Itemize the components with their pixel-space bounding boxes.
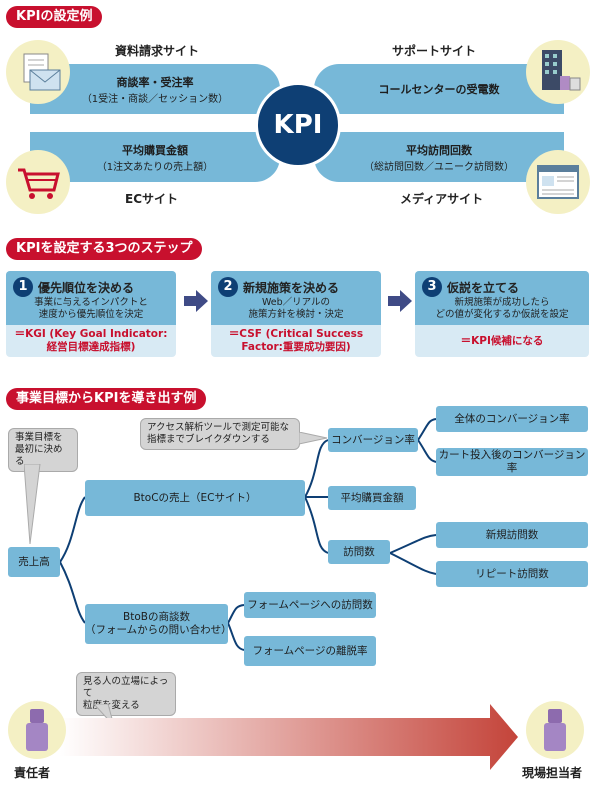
goal-bubble-line2: 最初に決める (15, 444, 63, 467)
media-site-kpi-bar: 平均訪問回数 （総訪問回数／ユニーク訪問数） (314, 132, 564, 182)
step-number-1: 1 (13, 277, 33, 297)
goal-speech-bubble: 事業目標を 最初に決める (8, 428, 78, 472)
support-site-title: サポートサイト (392, 44, 477, 58)
tree-node-btob-deals: BtoBの商談数 （フォームからの問い合わせ） (85, 604, 232, 644)
tree-node-new-visits: 新規訪問数 (436, 522, 588, 548)
section-header-three-steps: KPIを設定する3つのステップ (6, 238, 203, 260)
ec-site-title: ECサイト (125, 192, 179, 206)
request-site-kpi-formula: （1受注・商談／セッション数） (81, 93, 229, 105)
step-desc-3b: どの値が変化するか仮説を設定 (435, 309, 569, 320)
step-title-3: 仮説を立てる (447, 281, 520, 295)
support-site-kpi-bar: コールセンターの受電数 (314, 64, 564, 114)
btob-line1: BtoBの商談数 (123, 611, 190, 623)
step-card-3: 3 仮説を立てる 新規施策が成功したらどの値が変化するか仮説を設定 ＝KPI候補… (415, 271, 589, 357)
tree-node-repeat-visits: リピート訪問数 (436, 561, 588, 587)
granularity-bubble-line1: 見る人の立場によって (83, 676, 169, 699)
responsibility-gradient-arrow (60, 704, 518, 770)
step-desc-3a: 新規施策が成功したら (454, 297, 550, 308)
tree-node-revenue: 売上高 (8, 547, 60, 577)
granularity-speech-bubble: 見る人の立場によって 粒度を変える (76, 672, 176, 716)
tree-node-btoc-sales: BtoCの売上（ECサイト） (85, 480, 305, 516)
web-page-icon (526, 150, 590, 214)
step-number-2: 2 (218, 277, 238, 297)
step-card-1: 1 優先順位を決める 事業に与えるインパクトと速度から優先順位を決定 ＝KGI … (6, 271, 176, 357)
shopping-cart-icon (6, 150, 70, 214)
step-title-2: 新規施策を決める (243, 281, 340, 295)
step-result-1a: ＝KGI (Key Goal Indicator: (14, 328, 168, 340)
media-site-kpi: 平均訪問回数 (406, 143, 472, 157)
step-arrow-2 (388, 290, 414, 316)
breakdown-bubble-line1: アクセス解析ツールで測定可能な (147, 422, 290, 433)
staff-person-icon (526, 701, 584, 759)
request-site-title: 資料請求サイト (115, 44, 200, 58)
tree-node-overall-cv: 全体のコンバージョン率 (436, 406, 588, 432)
step-desc-2a: Web／リアルの (261, 297, 331, 308)
media-site-title: メディアサイト (400, 192, 484, 206)
step-desc-2b: 施策方針を検討・決定 (248, 309, 344, 320)
ec-site-kpi-bar: 平均購買金額 （1注文あたりの売上額） (30, 132, 280, 182)
building-icon (526, 40, 590, 104)
manager-label: 責任者 (14, 766, 51, 780)
ec-site-kpi-formula: （1注文あたりの売上額） (96, 161, 214, 173)
section-header-kpi-examples: KPIの設定例 (6, 6, 103, 28)
step-result-3a: ＝KPI候補になる (460, 334, 544, 347)
request-site-kpi: 商談率・受注率 (116, 75, 194, 89)
ec-site-kpi: 平均購買金額 (122, 143, 188, 157)
step-result-2a: ＝CSF (Critical Success (228, 328, 364, 340)
breakdown-bubble-line2: 指標までブレイクダウンする (147, 434, 270, 445)
breakdown-speech-bubble: アクセス解析ツールで測定可能な 指標までブレイクダウンする (140, 418, 300, 450)
tree-node-conversion-rate: コンバージョン率 (328, 428, 418, 452)
step-desc-1a: 事業に与えるインパクトと (34, 297, 148, 308)
tree-node-cart-cv: カート投入後のコンバージョン率 (436, 448, 588, 476)
step-card-2: 2 新規施策を決める Web／リアルの施策方針を検討・決定 ＝CSF (Crit… (211, 271, 381, 357)
tree-node-form-visits: フォームページへの訪問数 (244, 592, 376, 618)
section-header-kpi-tree: 事業目標からKPIを導き出す例 (6, 388, 207, 410)
media-site-kpi-formula: （総訪問回数／ユニーク訪問数） (364, 161, 514, 173)
kpi-center-circle: KPI (255, 82, 341, 168)
btob-line2: （フォームからの問い合わせ） (85, 624, 232, 636)
tree-node-avg-purchase: 平均購買金額 (328, 486, 416, 510)
step-arrow-1 (184, 290, 210, 316)
staff-label: 現場担当者 (522, 766, 583, 780)
goal-bubble-line1: 事業目標を (15, 432, 63, 443)
kpi-center-label: KPI (273, 110, 323, 140)
breakdown-bubble-tail (299, 432, 328, 445)
support-site-kpi: コールセンターの受電数 (378, 83, 500, 96)
request-site-kpi-bar: 商談率・受注率 （1受注・商談／セッション数） (30, 64, 280, 114)
goal-bubble-tail (24, 464, 41, 545)
granularity-bubble-line2: 粒度を変える (83, 700, 140, 711)
tree-node-form-exit-rate: フォームページの離脱率 (244, 636, 376, 666)
step-result-1b: 経営目標達成指標) (46, 341, 136, 353)
step-desc-1b: 速度から優先順位を決定 (38, 309, 144, 320)
step-result-2b: Factor:重要成功要因) (241, 341, 351, 353)
tree-node-visits: 訪問数 (328, 540, 390, 564)
step-number-3: 3 (422, 277, 442, 297)
envelope-icon (6, 40, 70, 104)
manager-person-icon (8, 701, 66, 759)
step-title-1: 優先順位を決める (38, 281, 135, 295)
